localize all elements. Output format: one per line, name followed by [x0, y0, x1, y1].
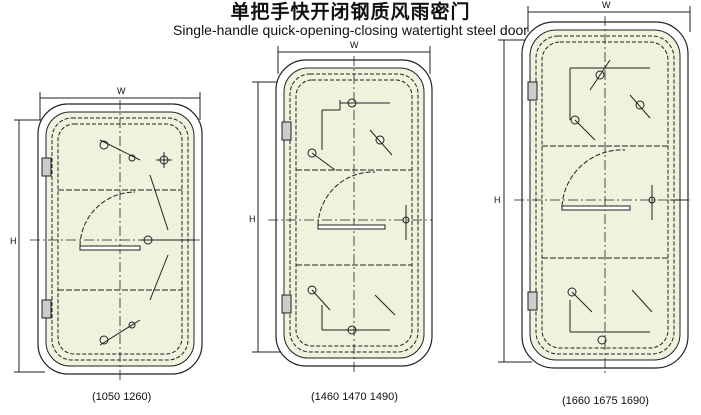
door-3-width-label: W [602, 0, 611, 10]
door-1-sizes: (1050 1260) [92, 391, 151, 403]
title-chinese: 单把手快开闭钢质风雨密门 [230, 1, 471, 23]
door-1 [14, 92, 203, 380]
door-2-width-label: W [350, 40, 359, 50]
door-2 [252, 46, 433, 372]
door-3 [498, 6, 691, 374]
door-1-height-label: H [10, 236, 17, 246]
door-3-height-label: H [494, 195, 501, 205]
door-2-sizes: (1460 1470 1490) [311, 391, 398, 403]
door-2-height-label: H [249, 214, 256, 224]
door-1-width-label: W [117, 86, 126, 96]
title-english: Single-handle quick-opening-closing wate… [173, 22, 528, 38]
door-3-sizes: (1660 1675 1690) [562, 395, 649, 407]
